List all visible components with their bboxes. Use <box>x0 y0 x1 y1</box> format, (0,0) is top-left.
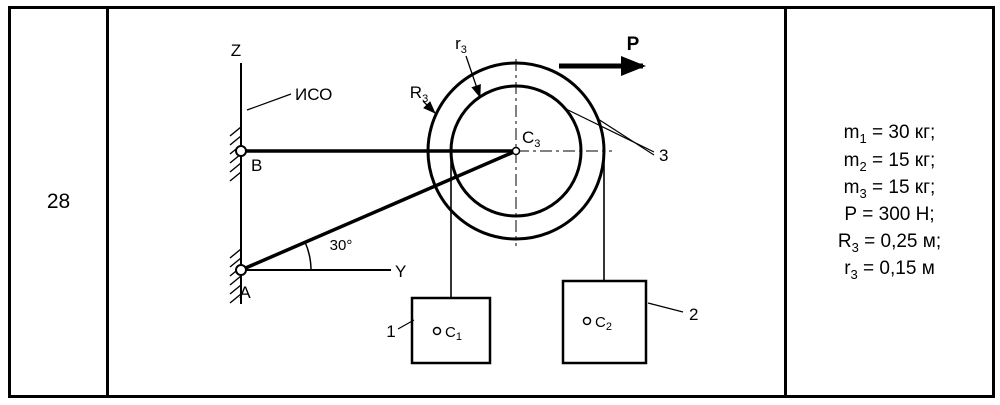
given-data-cell: m1 = 30 кг; m2 = 15 кг; m3 = 15 кг; P = … <box>787 9 992 395</box>
diagram-cell: Z ИСО B A Y 30° r3 R3 C3 P 3 1 2 C1 C2 <box>109 9 787 395</box>
point-b-label: B <box>251 156 262 175</box>
block2-label-leader <box>647 302 684 313</box>
given-line-m2: m2 = 15 кг; <box>843 149 936 174</box>
pin-b <box>235 145 247 157</box>
pulley-inner-circle <box>449 84 583 218</box>
given-data-block: m1 = 30 кг; m2 = 15 кг; m3 = 15 кг; P = … <box>838 120 941 283</box>
pulley-outer-circle <box>426 61 606 241</box>
r3-label: r3 <box>455 34 467 56</box>
c2-label: C2 <box>595 314 612 333</box>
point-a-label: A <box>239 283 251 302</box>
block2-number-label: 2 <box>689 305 698 324</box>
mechanics-diagram: Z ИСО B A Y 30° r3 R3 C3 P 3 1 2 C1 C2 <box>229 34 698 365</box>
iso-label: ИСО <box>295 85 332 104</box>
pulley-label-leaders <box>565 108 655 156</box>
c3-center-marker <box>511 146 521 156</box>
r3-leader-arrow <box>465 55 481 98</box>
rod-a-c3 <box>240 149 517 272</box>
angle-label: 30° <box>330 237 353 254</box>
given-line-r3: r3 = 0,15 м <box>844 258 935 283</box>
angle-arc <box>304 241 312 271</box>
block-1 <box>410 296 492 365</box>
pulley-number-label: 3 <box>659 146 668 165</box>
R3-leader-arrow <box>422 100 436 114</box>
y-axis-label: Y <box>395 262 406 281</box>
force-p-label: P <box>627 34 640 55</box>
given-line-R3: R3 = 0,25 м; <box>837 231 942 255</box>
problem-number: 28 <box>46 190 71 213</box>
c2-center-marker <box>582 316 592 326</box>
given-line-m1: m1 = 30 кг; <box>843 122 936 147</box>
iso-leader-line <box>246 93 292 111</box>
c1-center-marker <box>432 326 442 336</box>
z-axis-label: Z <box>231 41 241 60</box>
problem-number-cell: 28 <box>11 9 109 395</box>
given-line-m3: m3 = 15 кг; <box>843 176 936 201</box>
block-2 <box>561 279 648 365</box>
pin-a <box>235 264 247 276</box>
block1-number-label: 1 <box>386 322 395 341</box>
block1-label-leader <box>397 319 415 330</box>
given-line-p: P = 300 Н; <box>844 204 935 225</box>
R3-label: R3 <box>410 83 428 105</box>
c3-label: C3 <box>522 128 540 150</box>
c1-label: C1 <box>445 324 462 343</box>
task-table: 28 <box>8 6 995 398</box>
